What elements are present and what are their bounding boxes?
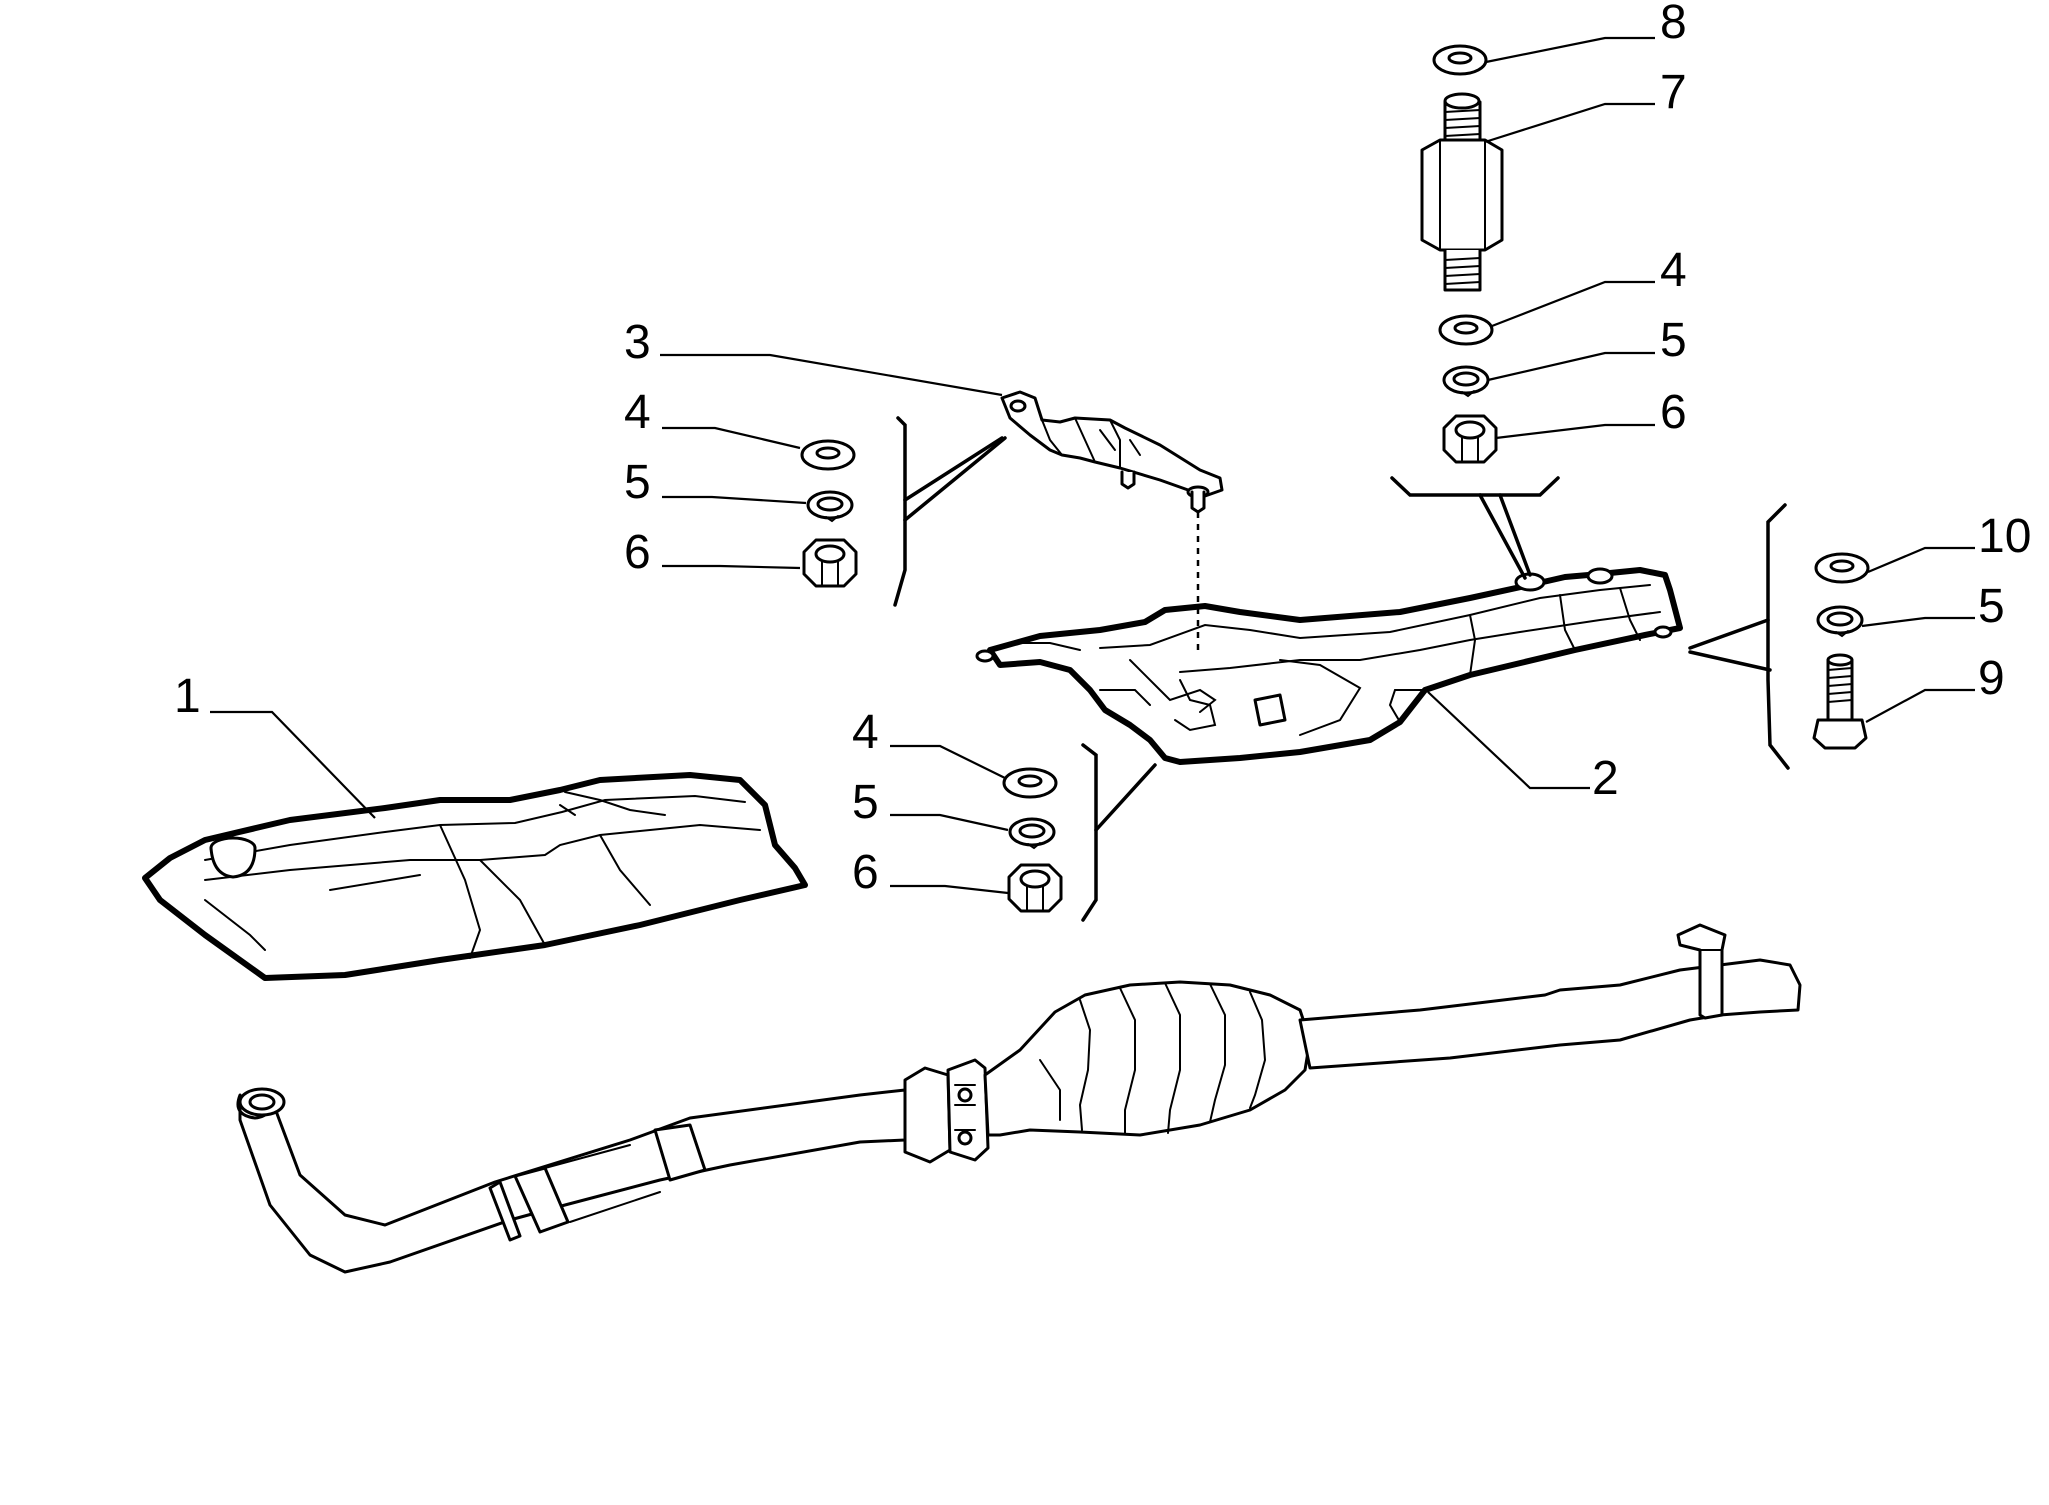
washer-4-lower [1002,767,1058,799]
label-4-lower: 4 [852,706,879,759]
group-bracket-top [1390,476,1560,580]
label-9: 9 [1978,652,2005,705]
label-5-left: 5 [624,456,651,509]
washer-8 [1432,44,1488,76]
label-2: 2 [1592,752,1619,805]
nut-6-left [802,538,858,588]
spring-washer-5-left [806,490,854,523]
label-4-top: 4 [1660,244,1687,297]
label-5-top: 5 [1660,314,1687,367]
label-7: 7 [1660,66,1687,119]
label-6-lower: 6 [852,846,879,899]
spring-washer-5-lower [1008,817,1056,850]
label-8: 8 [1660,0,1687,49]
label-1: 1 [174,670,201,723]
label-6-left: 6 [624,526,651,579]
nut-6-top [1442,414,1498,464]
label-6-top: 6 [1660,386,1687,439]
label-4-left: 4 [624,386,651,439]
nut-6-lower [1007,863,1063,913]
label-10: 10 [1978,510,2031,563]
heat-shield-2 [975,567,1683,765]
spring-washer-5-top [1442,365,1490,398]
label-3: 3 [624,316,651,369]
spacer-7 [1420,92,1504,292]
group-bracket-left [893,416,1007,607]
label-5-lower: 5 [852,776,879,829]
group-bracket-lower [1081,743,1157,922]
spring-washer-5-right [1816,605,1864,638]
bracket-3 [1000,390,1224,514]
label-5-right: 5 [1978,580,2005,633]
leader-lines [210,36,1975,895]
bolt-9 [1812,653,1868,750]
washer-4-left [800,439,856,471]
exhaust-pipe [236,923,1802,1274]
washer-4-top [1438,314,1494,346]
heat-shield-1 [142,772,808,981]
washer-10 [1814,552,1870,584]
group-bracket-right [1688,503,1790,770]
